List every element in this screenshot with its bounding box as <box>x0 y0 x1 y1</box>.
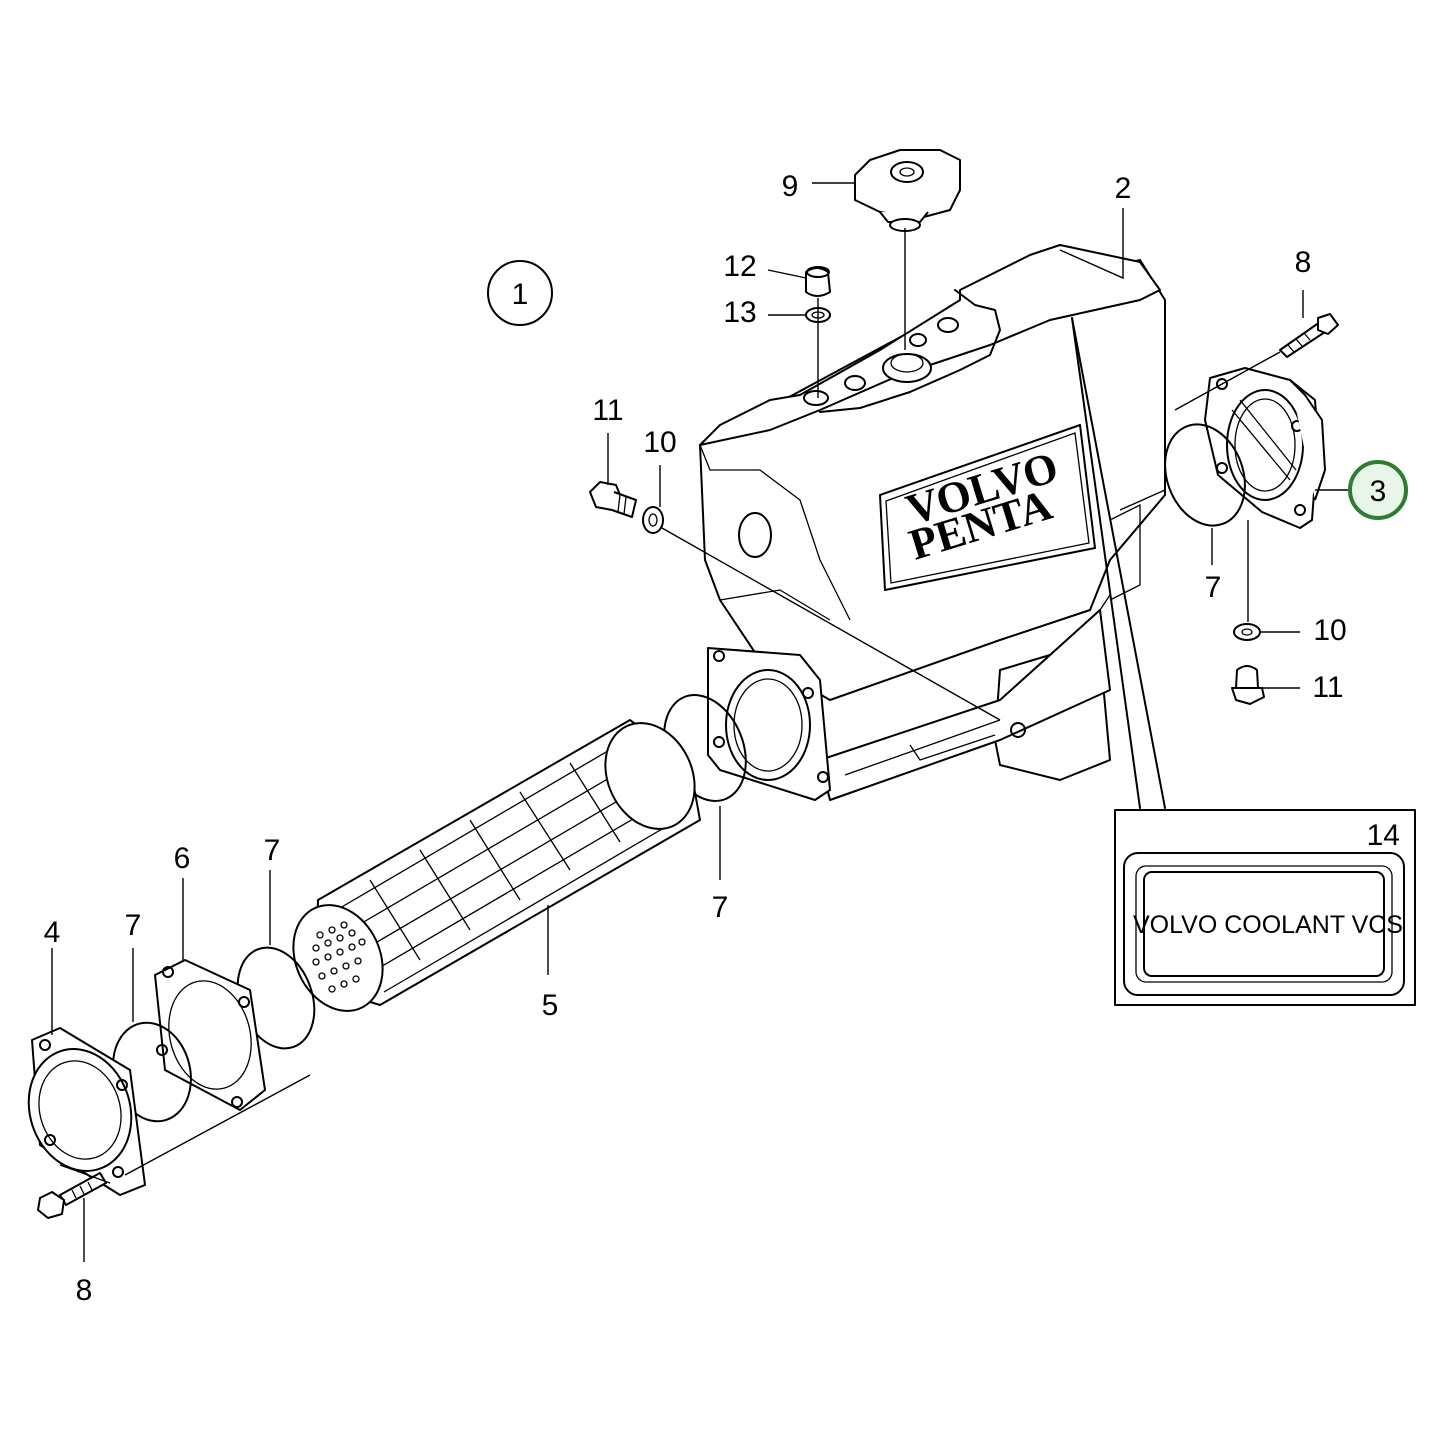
callout-5: 5 <box>542 989 559 1022</box>
callout-6: 6 <box>174 842 191 875</box>
callout-13: 13 <box>723 296 756 329</box>
filler-cap <box>854 149 961 232</box>
callout-10-left: 10 <box>643 426 676 459</box>
callout-numbers: 2 9 12 13 11 10 8 7 10 11 7 5 7 6 7 4 8 <box>44 170 1347 1307</box>
callout-10-right: 10 <box>1313 614 1346 647</box>
decal-text: VOLVO COOLANT VCS <box>1133 911 1403 939</box>
bolt-8-left <box>37 1172 107 1219</box>
tube-stack-5 <box>292 719 701 1012</box>
callout-7-mid: 7 <box>264 834 281 867</box>
callout-4: 4 <box>44 916 61 949</box>
bolt-8-right <box>1279 313 1339 358</box>
washer-10-left <box>642 506 664 534</box>
callout-7-right: 7 <box>1205 571 1222 604</box>
end-cover-4 <box>27 1027 146 1196</box>
callout-7-inlet: 7 <box>712 891 729 924</box>
gasket-6 <box>154 959 266 1111</box>
plug-12 <box>805 266 831 297</box>
callout-8-right: 8 <box>1295 246 1312 279</box>
highlight-ring <box>1348 460 1408 520</box>
drain-plug-11-right <box>1231 665 1265 705</box>
callout-12: 12 <box>723 250 756 283</box>
end-cover-3 <box>1204 367 1326 529</box>
o-ring-7-right <box>1164 423 1246 527</box>
callout-11-left: 11 <box>592 394 623 427</box>
expansion-tank: VOLVO PENTA <box>699 244 1166 801</box>
decal-number: 14 <box>1367 819 1400 852</box>
callout-3: 3 <box>1370 475 1387 508</box>
callout-11-right: 11 <box>1312 671 1343 704</box>
brand-plate <box>879 424 1096 591</box>
callout-2: 2 <box>1115 172 1132 205</box>
leader-lines <box>51 182 1350 1262</box>
decal-panel-14: 14 VOLVO COOLANT VCS <box>1114 809 1416 1006</box>
figure-reference: 1 <box>487 260 553 326</box>
callout-3-highlight[interactable]: 3 <box>1348 460 1408 520</box>
washer-10-right <box>1233 623 1261 641</box>
callout-8-left: 8 <box>76 1274 93 1307</box>
figure-reference-number: 1 <box>512 278 529 311</box>
drain-plug-11-left <box>589 481 637 518</box>
callout-7-left: 7 <box>125 909 142 942</box>
callout-9: 9 <box>782 170 799 203</box>
